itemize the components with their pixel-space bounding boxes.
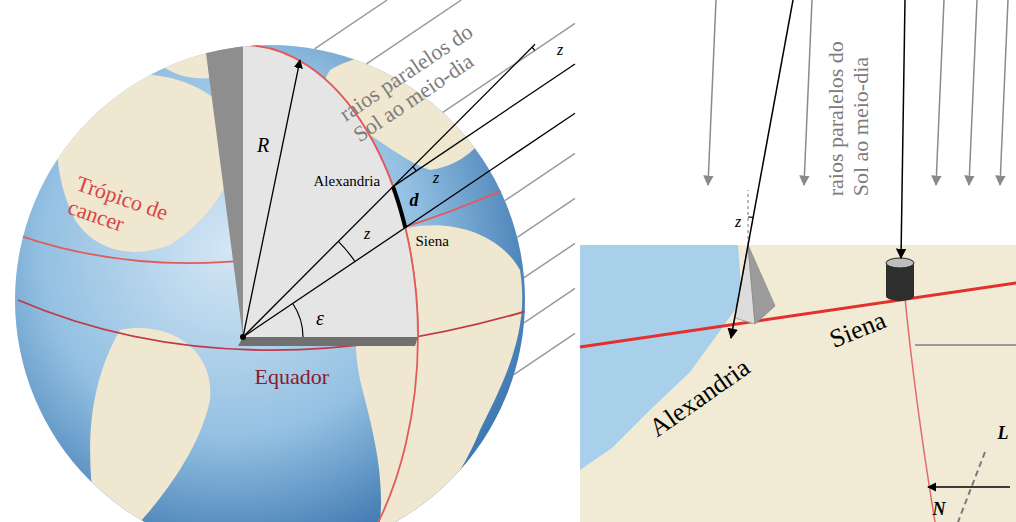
sun-ray-well (901, 0, 905, 258)
city-label: Siena (826, 305, 891, 354)
sun-ray (936, 0, 944, 185)
land-ground (580, 245, 1016, 522)
angle-arc (748, 216, 753, 218)
earth-center (240, 334, 246, 340)
angle-symbol: ε (316, 307, 324, 330)
ray-caption: raios paralelos do Sol ao meio-dia (335, 9, 506, 147)
city-label: Alexandria (644, 353, 756, 444)
ray-caption: raios paralelos do Sol ao meio-dia (823, 24, 874, 196)
radius-symbol: R (257, 134, 269, 157)
compass-letter: L (998, 423, 1009, 444)
angle-arc (338, 241, 355, 261)
sector-side (203, 30, 243, 337)
compass-arrow (928, 486, 1010, 487)
sun-ray-obelisk (731, 0, 793, 338)
city-label: Alexandria (314, 173, 381, 190)
sun-ray (517, 198, 575, 237)
angle-arc (532, 47, 535, 50)
meridian-line (905, 298, 935, 522)
sun-ray (804, 0, 812, 185)
angle-arc (413, 167, 416, 171)
city-label: Siena (416, 233, 449, 250)
globe (15, 45, 525, 522)
sun-ray (1000, 0, 1008, 185)
map-panel (580, 245, 1016, 522)
equator-label: Equador (255, 364, 330, 389)
tropic-line (580, 283, 1016, 347)
land-mass (90, 328, 210, 522)
sun-ray (708, 0, 716, 185)
sun-ray (315, 0, 388, 49)
angle-arc (293, 303, 303, 337)
tropic-label: Trópico de cancer (65, 170, 185, 254)
compass-letter: N (933, 499, 946, 520)
angle-symbol: z (735, 213, 741, 231)
sun-ray (505, 153, 575, 200)
obelisk-face (748, 245, 775, 324)
radius-arrow (243, 60, 300, 337)
angle-symbol: z (364, 225, 370, 243)
angle-symbol: z (433, 169, 439, 187)
angle-symbol: z (557, 41, 563, 59)
globe-surface (18, 30, 530, 522)
distance-symbol: d (410, 190, 419, 211)
border-line (915, 344, 1016, 346)
sun-ray (524, 243, 575, 277)
sun-ray (524, 288, 575, 322)
sun-ray (969, 0, 977, 185)
arc-distance (393, 187, 405, 228)
line-center-siena (243, 113, 575, 337)
sun-ray (514, 333, 575, 374)
well-mouth (886, 258, 914, 268)
sector-base (238, 337, 418, 346)
well-body (886, 263, 914, 301)
